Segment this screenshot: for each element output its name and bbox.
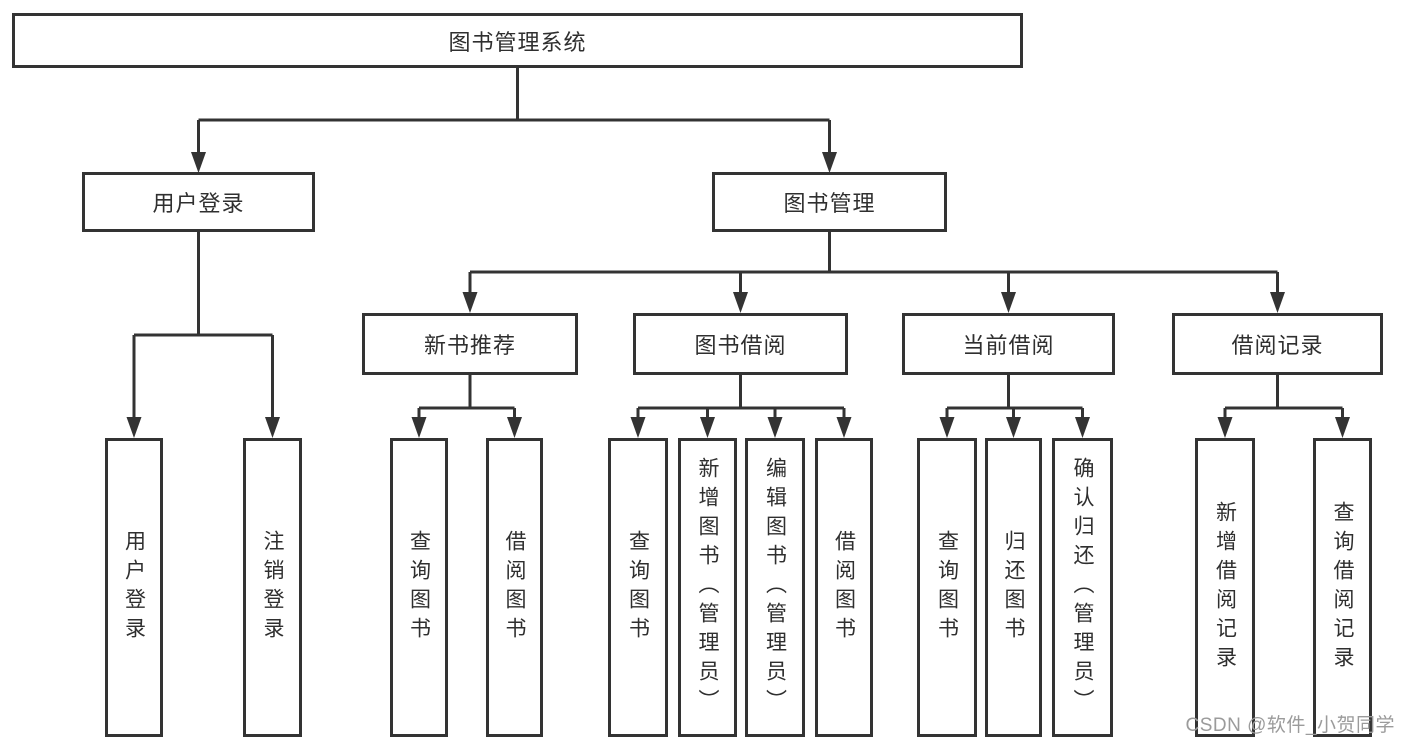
node-current-borrowing-label: 当前借阅 (962, 333, 1055, 358)
arrowhead (767, 417, 783, 438)
arrowhead (836, 417, 852, 438)
node-book-borrowing: 图书借阅 (633, 313, 848, 375)
leaf-logout-label: 注销登录 (261, 529, 284, 646)
leaf-logout: 注销登录 (243, 438, 302, 737)
node-new-book-recommend-label: 新书推荐 (423, 333, 516, 358)
leaf-current-query-books: 查询图书 (917, 438, 977, 737)
leaf-recommend-borrow-books-label: 借阅图书 (503, 529, 526, 646)
arrowhead (1001, 292, 1016, 313)
leaf-recommend-borrow-books: 借阅图书 (486, 438, 543, 737)
arrowhead (822, 152, 837, 173)
node-user-login-label: 用户登录 (152, 191, 245, 216)
arrowhead (462, 292, 478, 313)
arrowhead (1075, 417, 1090, 438)
arrowhead (630, 417, 646, 438)
arrowhead (939, 417, 955, 438)
leaf-borrow-books: 借阅图书 (815, 438, 873, 737)
leaf-edit-books-admin-label: 编辑图书（管理员） (763, 457, 787, 718)
arrowhead (733, 292, 748, 313)
leaf-return-books: 归还图书 (985, 438, 1042, 737)
node-user-login: 用户登录 (82, 172, 315, 232)
leaf-query-borrow-record-label: 查询借阅记录 (1331, 500, 1354, 675)
arrowhead (507, 417, 522, 438)
leaf-add-books-admin-label: 新增图书（管理员） (696, 457, 719, 718)
leaf-query-borrow-record: 查询借阅记录 (1313, 438, 1372, 737)
node-borrowing-records-label: 借阅记录 (1231, 333, 1324, 358)
arrowhead (1006, 417, 1021, 438)
leaf-confirm-return-admin-label: 确认归还（管理员） (1071, 457, 1094, 718)
leaf-borrow-query-books-label: 查询图书 (626, 529, 650, 646)
arrowhead (1270, 292, 1285, 313)
node-book-management: 图书管理 (712, 172, 947, 232)
arrowhead (126, 417, 142, 438)
leaf-user-login-label: 用户登录 (122, 529, 146, 646)
leaf-add-books-admin: 新增图书（管理员） (678, 438, 737, 737)
arrowhead (1217, 417, 1233, 438)
leaf-confirm-return-admin: 确认归还（管理员） (1052, 438, 1113, 737)
leaf-recommend-query-books: 查询图书 (390, 438, 448, 737)
arrowhead (265, 417, 280, 438)
leaf-recommend-query-books-label: 查询图书 (407, 529, 431, 646)
leaf-return-books-label: 归还图书 (1002, 529, 1025, 646)
arrowhead (700, 417, 715, 438)
node-library-system-label: 图书管理系统 (448, 29, 587, 55)
node-current-borrowing: 当前借阅 (902, 313, 1115, 375)
arrowhead (191, 152, 206, 173)
leaf-borrow-books-label: 借阅图书 (832, 529, 856, 646)
node-new-book-recommend: 新书推荐 (362, 313, 578, 375)
node-book-management-label: 图书管理 (783, 191, 876, 216)
leaf-current-query-books-label: 查询图书 (935, 529, 959, 646)
arrowhead (1335, 417, 1350, 438)
leaf-add-borrow-record-label: 新增借阅记录 (1213, 500, 1237, 675)
leaf-borrow-query-books: 查询图书 (608, 438, 668, 737)
node-borrowing-records: 借阅记录 (1172, 313, 1383, 375)
leaf-add-borrow-record: 新增借阅记录 (1195, 438, 1255, 737)
leaf-user-login: 用户登录 (105, 438, 163, 737)
watermark: CSDN @软件_小贺同学 (1185, 715, 1395, 736)
leaf-edit-books-admin: 编辑图书（管理员） (745, 438, 805, 737)
arrowhead (411, 417, 427, 438)
node-library-system: 图书管理系统 (12, 13, 1023, 68)
node-book-borrowing-label: 图书借阅 (694, 333, 787, 358)
